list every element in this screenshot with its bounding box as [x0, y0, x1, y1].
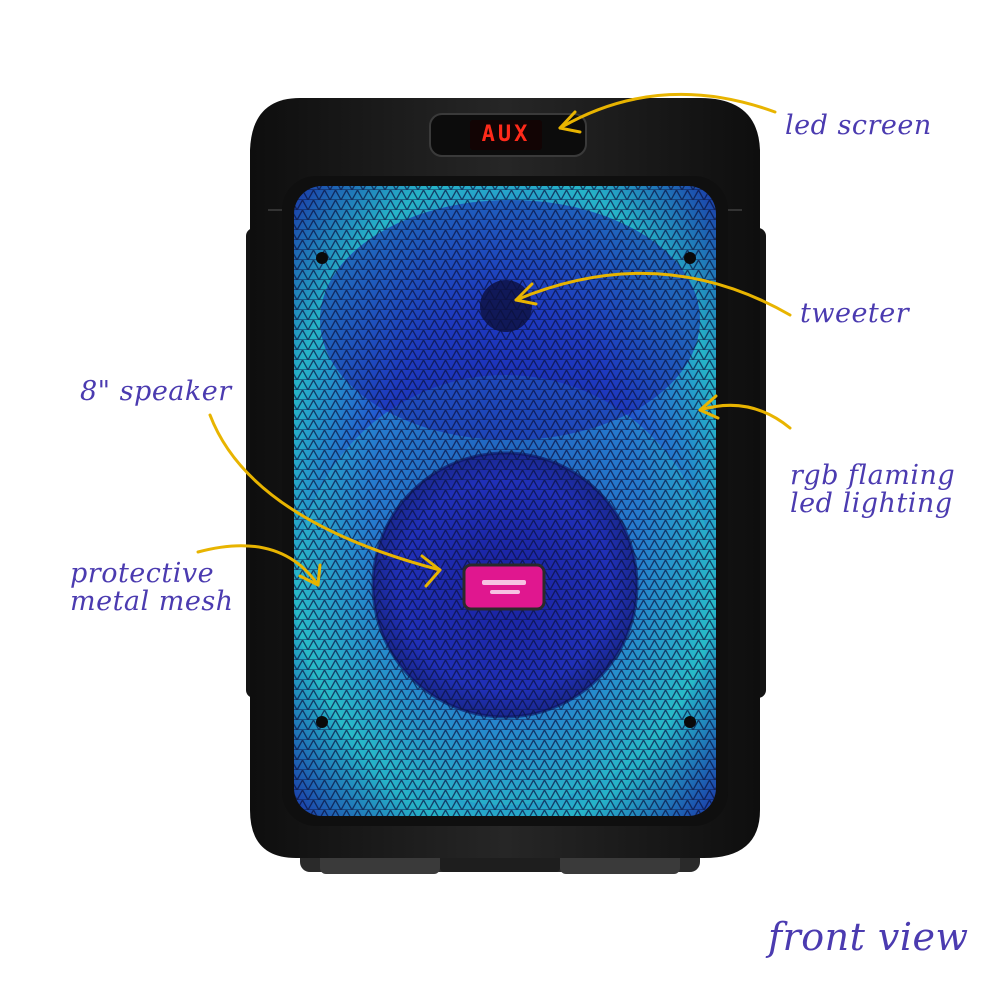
- callout-rgb-lighting-line2: led lighting: [790, 488, 953, 520]
- callout-rgb-lighting: rgb flaming led lighting: [790, 460, 956, 520]
- protective-metal-mesh: [294, 186, 716, 816]
- arrow-speaker: [208, 413, 442, 572]
- callout-metal-mesh: protective metal mesh: [70, 558, 234, 618]
- annotation-arrows: [196, 92, 792, 588]
- callout-metal-mesh-line2: metal mesh: [70, 586, 234, 618]
- arrow-mesh: [196, 544, 320, 587]
- callout-rgb-lighting-line1: rgb flaming: [790, 460, 956, 491]
- callout-tweeter: tweeter: [800, 298, 910, 329]
- callout-led-screen: led screen: [785, 110, 932, 141]
- led-screen: [429, 113, 587, 157]
- arrow-led-screen: [558, 92, 777, 130]
- arrow-tweeter: [514, 271, 792, 317]
- arrow-rgb-lighting: [698, 403, 792, 430]
- callout-metal-mesh-line1: protective: [70, 558, 215, 589]
- led-screen-text: AUX: [481, 122, 531, 147]
- logo-badge: [462, 563, 546, 611]
- callout-speaker-size: 8" speaker: [80, 376, 232, 407]
- view-label: front view: [768, 915, 969, 959]
